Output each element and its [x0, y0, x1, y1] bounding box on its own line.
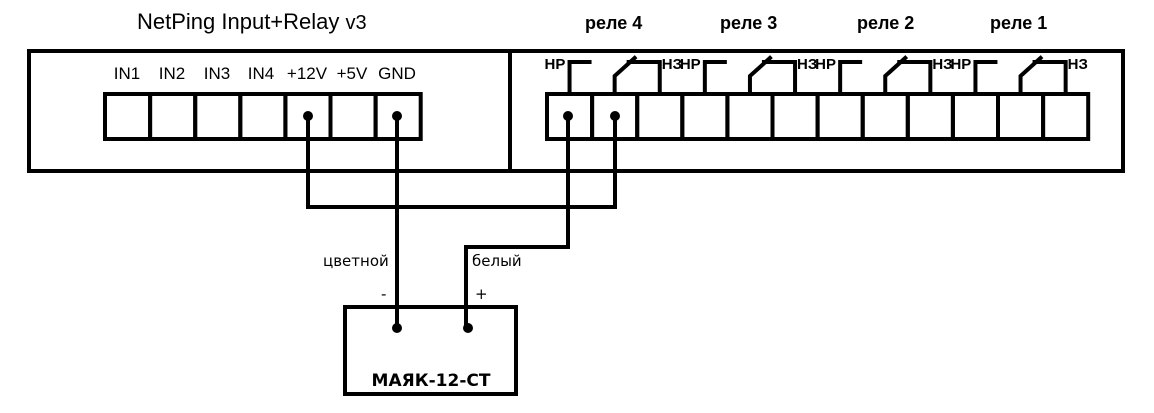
relay-terminal [908, 94, 953, 139]
relay-terminal-strip [547, 94, 1088, 139]
relay-terminal [682, 94, 727, 139]
relay-1-label: реле 1 [990, 13, 1047, 33]
input-terminal-in2 [150, 94, 195, 139]
pin-label-in1: IN1 [114, 64, 140, 83]
relay-contact-symbols: НРНЗНРНЗНРНЗНРНЗ [545, 56, 1088, 94]
no-contact-line [975, 62, 995, 94]
input-terminal-strip [105, 94, 421, 139]
input-pin-labels: IN1 IN2 IN3 IN4 +12V +5V GND [114, 64, 416, 83]
device-title: NetPing Input+Relay v3 [137, 9, 367, 34]
no-label: НР [545, 56, 566, 73]
no-contact-line [705, 62, 725, 94]
nc-contact-line [629, 62, 660, 94]
relay-1-symbol: НР НЗ [950, 56, 1087, 94]
wire-label-colored: цветной [323, 252, 389, 270]
dot-relay4-no [563, 111, 573, 121]
input-terminal-in3 [195, 94, 240, 139]
dot-beacon-minus [392, 323, 402, 333]
pin-label-5v: +5V [337, 64, 368, 83]
relay-3-label: реле 3 [720, 13, 777, 33]
relay-3-symbol: НРНЗ [680, 56, 817, 94]
dot-gnd [392, 111, 402, 121]
no-contact-line [570, 62, 590, 94]
dot-relay4-common [610, 111, 620, 121]
relay-terminal [863, 94, 908, 139]
input-terminal-in1 [105, 94, 150, 139]
beacon-plus-label: + [475, 285, 488, 303]
relay-terminal [953, 94, 998, 139]
no-contact-line [840, 62, 860, 94]
dot-12v [303, 111, 313, 121]
relay-2-symbol: НРНЗ [815, 56, 952, 94]
pin-label-in3: IN3 [204, 64, 230, 83]
terminal-dots [303, 111, 620, 333]
relay-terminal [818, 94, 863, 139]
nc-label: НЗ [1068, 56, 1088, 73]
no-label: НР [815, 56, 836, 73]
relay-4-symbol: НРНЗ [545, 56, 682, 94]
relay-terminal [773, 94, 818, 139]
nc-contact-line [899, 62, 930, 94]
pin-label-in2: IN2 [159, 64, 185, 83]
no-label: НР [950, 56, 971, 73]
pin-label-12v: +12V [287, 64, 328, 83]
pin-label-in4: IN4 [248, 64, 274, 83]
beacon-name: МАЯК-12-СТ [372, 371, 491, 391]
wire-label-white: белый [472, 252, 522, 270]
input-terminal-in4 [240, 94, 285, 139]
no-label: НР [680, 56, 701, 73]
relay-terminal [637, 94, 682, 139]
pin-label-gnd: GND [378, 64, 416, 83]
relay-terminal [1043, 94, 1088, 139]
relay-terminal [727, 94, 772, 139]
input-terminal-5v [331, 94, 376, 139]
relay-terminal [998, 94, 1043, 139]
relay-2-label: реле 2 [857, 13, 914, 33]
dot-beacon-plus [463, 323, 473, 333]
nc-contact-line [764, 62, 795, 94]
nc-contact-line [1035, 62, 1066, 94]
beacon-minus-label: - [381, 285, 386, 303]
wires [308, 116, 615, 328]
relay-4-label: реле 4 [585, 13, 642, 33]
